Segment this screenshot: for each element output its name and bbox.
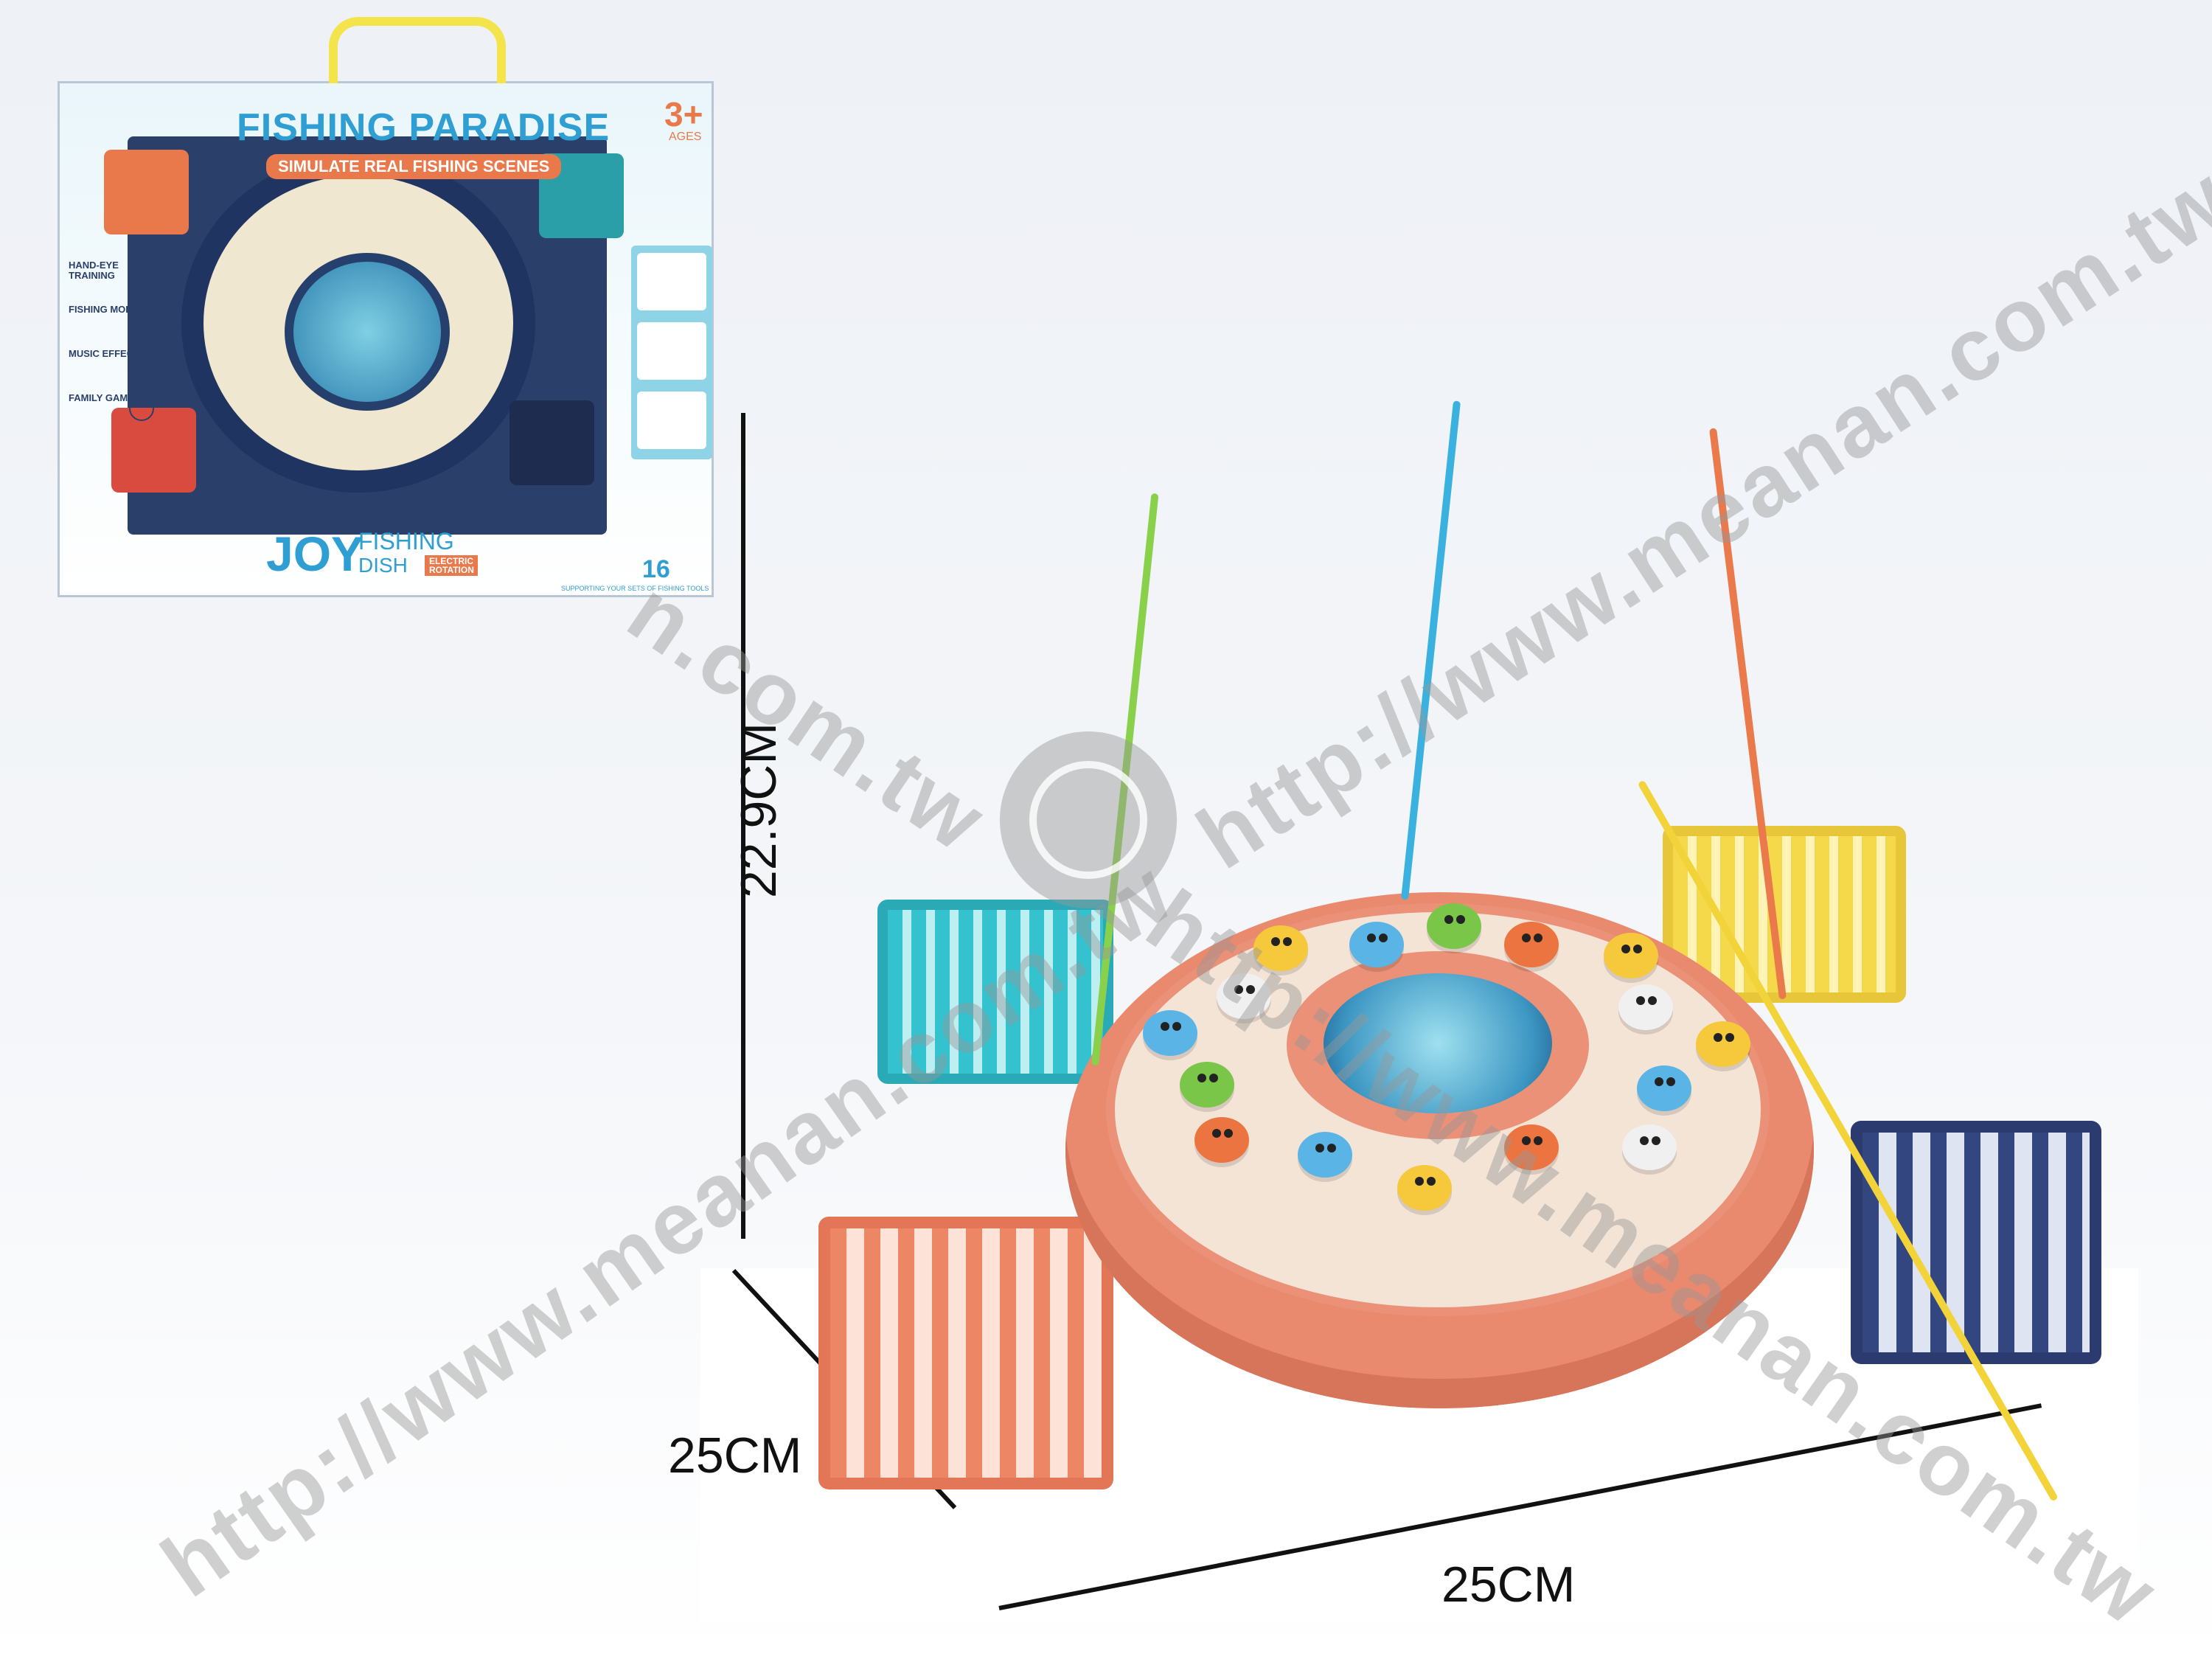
feature-fishing-mode: FISHING MODE	[69, 304, 154, 340]
fish	[1604, 933, 1658, 978]
fish	[1504, 922, 1559, 967]
feature-music: MUSIC EFFECT	[69, 348, 154, 384]
box-brand-fishing: FISHING	[358, 528, 454, 554]
box-subtitle: SIMULATE REAL FISHING SCENES	[266, 154, 562, 179]
box-basket-orange	[104, 150, 189, 234]
box-handle	[329, 17, 506, 83]
fish	[1298, 1132, 1352, 1178]
fish	[1618, 984, 1673, 1030]
width-label: 25CM	[1441, 1557, 1576, 1613]
box-side-panel	[631, 246, 712, 459]
fish	[1253, 925, 1308, 971]
feature-label: FISHING MODE	[69, 304, 139, 315]
age-label: AGES	[669, 131, 702, 143]
fish	[1397, 1165, 1452, 1211]
feature-label: MUSIC EFFECT	[69, 348, 140, 359]
box-brand-dish: DISH	[358, 554, 408, 577]
music-note-icon	[129, 352, 154, 377]
box-pond	[285, 253, 450, 411]
fish	[1637, 1065, 1691, 1111]
feature-hand-eye: HAND-EYE TRAINING	[69, 260, 154, 296]
fish	[1349, 922, 1404, 967]
box-basket-red	[111, 408, 196, 493]
fish	[1622, 1124, 1677, 1170]
age-badge: 3+	[664, 95, 703, 133]
fish	[1696, 1021, 1750, 1067]
piece-count: 16	[642, 555, 670, 583]
box-tagline: SUPPORTING YOUR SETS OF FISHING TOOLS	[561, 585, 709, 592]
pond-water	[1324, 973, 1552, 1113]
fish	[1504, 1124, 1559, 1170]
side-photo	[637, 322, 706, 380]
side-photo	[637, 253, 706, 310]
height-arrow	[741, 413, 745, 1239]
product-box: FISHING PARADISE SIMULATE REAL FISHING S…	[58, 17, 714, 597]
box-title: FISHING PARADISE	[237, 106, 611, 149]
basket-coral	[818, 1217, 1113, 1489]
fish	[1217, 973, 1271, 1019]
box-brand-joy: JOY	[266, 526, 364, 581]
side-photo	[637, 392, 706, 449]
hand-icon	[129, 263, 154, 288]
basket-navy	[1851, 1121, 2101, 1364]
hook-icon	[129, 307, 154, 333]
fish	[1180, 1062, 1234, 1108]
feature-label: FAMILY GAME	[69, 392, 134, 403]
family-icon	[129, 396, 154, 421]
feature-label: HAND-EYE TRAINING	[69, 260, 119, 281]
box-basket-navy	[509, 400, 594, 485]
watermark-logo-ring	[1029, 761, 1147, 879]
electric-rotation-badge: ELECTRIC ROTATION	[425, 555, 478, 576]
fish	[1143, 1010, 1197, 1056]
fish	[1427, 903, 1481, 949]
depth-label: 25CM	[668, 1428, 802, 1484]
feature-family: FAMILY GAME	[69, 392, 154, 428]
fish	[1194, 1117, 1249, 1163]
